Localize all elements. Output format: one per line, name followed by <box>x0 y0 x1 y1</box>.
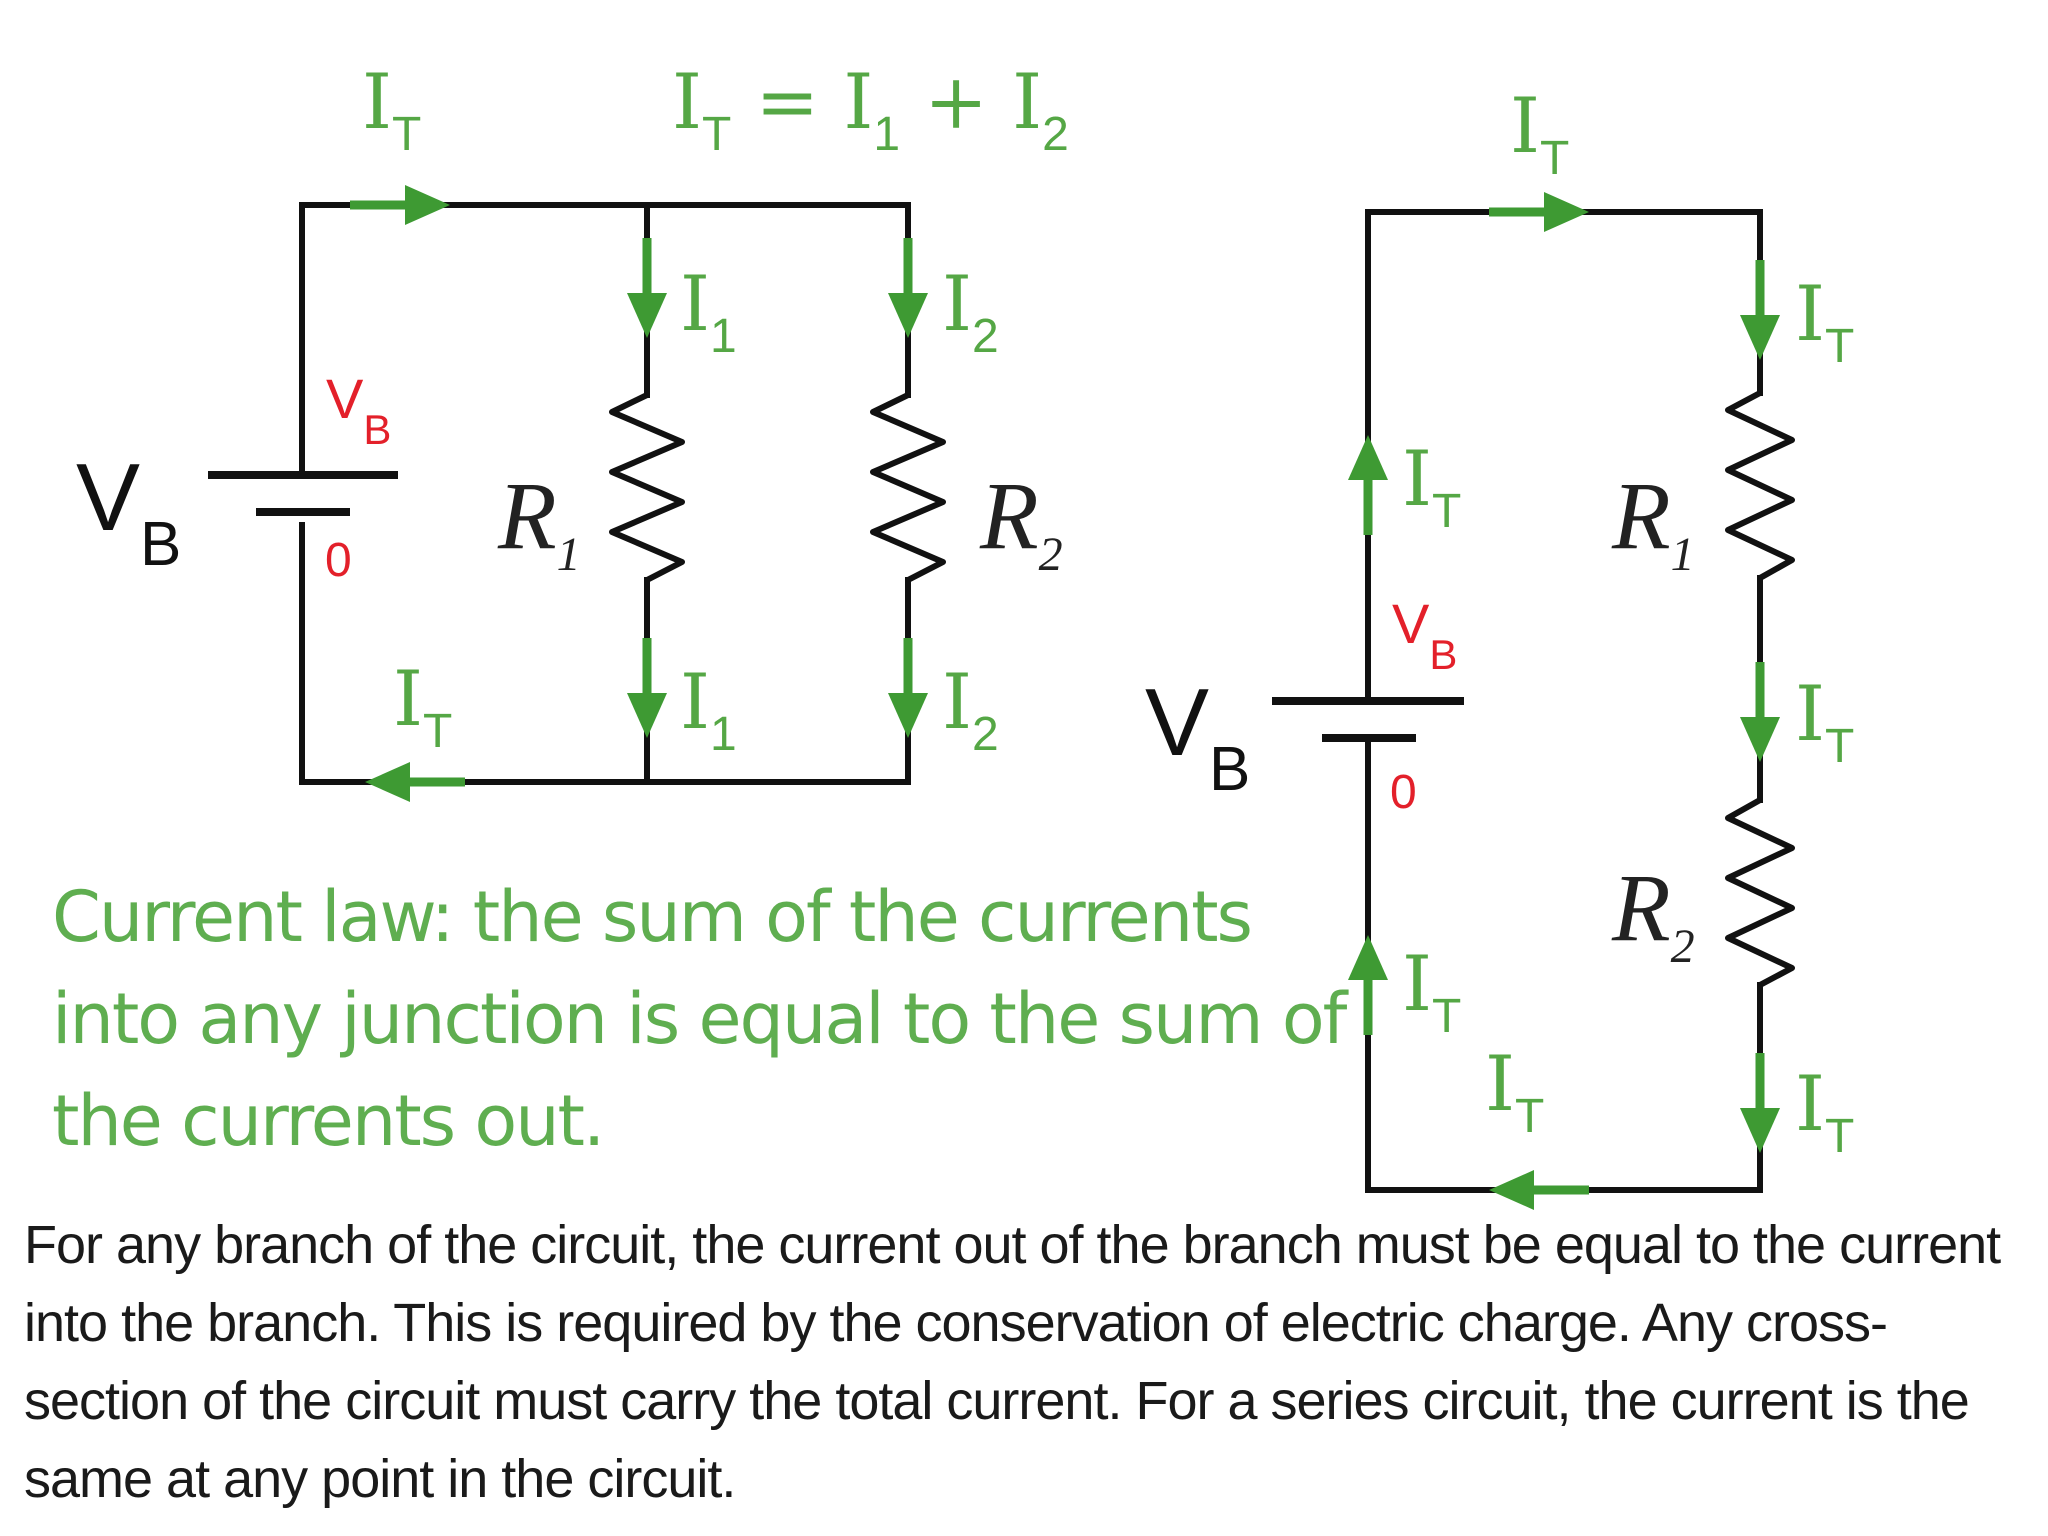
series-circuit: IT IT IT IT IT IT IT R1 R2 VB VB 0 <box>1145 81 1854 1210</box>
current-label-top-parallel: IT <box>362 57 421 161</box>
current-label-i2-upper: I2 <box>942 259 999 363</box>
resistor-label-r1-series: R1 <box>1611 462 1695 581</box>
battery-label-series: VB <box>1145 669 1250 804</box>
arrow-left-icon <box>1489 1170 1589 1210</box>
current-label-top-series: IT <box>1510 81 1569 185</box>
arrow-up-icon <box>1348 435 1388 535</box>
terminal-zero-label-parallel: 0 <box>325 534 352 587</box>
current-label-i2-lower: I2 <box>942 657 999 761</box>
current-label-i1-lower: I1 <box>680 657 737 761</box>
resistor-r1-series <box>1725 390 1795 581</box>
arrow-down-icon <box>1740 1053 1780 1153</box>
arrow-up-icon <box>1348 935 1388 1035</box>
arrow-right-icon <box>1489 192 1589 232</box>
resistor-label-r1-parallel: R1 <box>497 462 581 581</box>
current-law-text: Current law: the sum of the currents int… <box>52 876 1347 1162</box>
current-label-right-lower-series: IT <box>1795 1059 1854 1163</box>
arrow-right-icon <box>350 185 450 225</box>
explanation-text: For any branch of the circuit, the curre… <box>24 1215 2001 1509</box>
current-equation: IT = I1 + I2 <box>672 57 1069 161</box>
resistor-r2-parallel <box>870 392 946 583</box>
resistor-label-r2-series: R2 <box>1611 854 1695 973</box>
current-label-bottom-series: IT <box>1485 1039 1544 1143</box>
current-label-left-lower-series: IT <box>1402 939 1461 1043</box>
arrow-left-icon <box>365 762 465 802</box>
current-label-left-upper-series: IT <box>1402 434 1461 538</box>
current-label-right-mid-series: IT <box>1795 669 1854 773</box>
arrow-down-icon <box>1740 260 1780 360</box>
arrow-down-icon <box>627 638 667 738</box>
arrow-down-icon <box>1740 662 1780 762</box>
arrow-down-icon <box>888 638 928 738</box>
terminal-zero-label-series: 0 <box>1390 766 1417 819</box>
arrow-down-icon <box>627 238 667 338</box>
arrow-down-icon <box>888 238 928 338</box>
battery-voltage-label-parallel: VB <box>326 367 391 453</box>
battery-voltage-label-series: VB <box>1392 592 1457 678</box>
resistor-label-r2-parallel: R2 <box>979 462 1063 581</box>
current-label-i1-upper: I1 <box>680 259 737 363</box>
parallel-circuit: IT IT = I1 + I2 I1 I2 I1 I2 IT R1 R2 VB … <box>76 57 1069 802</box>
current-label-right-upper-series: IT <box>1795 269 1854 373</box>
battery-label-parallel: VB <box>76 444 181 579</box>
resistor-r1-parallel <box>609 392 685 583</box>
current-label-bottom-parallel: IT <box>393 654 452 758</box>
resistor-r2-series <box>1725 797 1795 988</box>
